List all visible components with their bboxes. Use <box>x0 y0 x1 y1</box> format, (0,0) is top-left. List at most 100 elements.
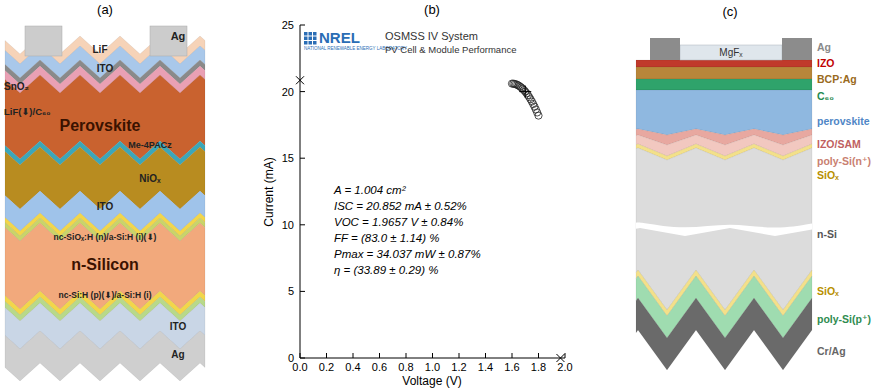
chart-header: PV Cell & Module Performance <box>385 45 516 55</box>
layer-band <box>636 67 812 79</box>
result-text: ISC = 20.852 mA ± 0.52% <box>334 200 467 213</box>
point-marker <box>556 354 564 362</box>
tick-mark <box>326 353 327 358</box>
tick-mark <box>300 224 305 225</box>
tick-mark <box>565 353 566 358</box>
tick-label: 2.0 <box>557 361 572 373</box>
logo-mark <box>313 37 317 41</box>
logo-text: NREL <box>319 30 360 47</box>
tick-mark <box>353 353 354 358</box>
layer-label: IZO <box>817 58 835 70</box>
layer-label: Ag <box>171 30 186 42</box>
panel-label: (a) <box>97 3 113 17</box>
tick-label: 1.4 <box>478 361 493 373</box>
max-power-marker <box>519 86 531 98</box>
logo-mark <box>309 37 313 41</box>
layer-band <box>636 298 812 370</box>
result-text: VOC = 1.9657 V ± 0.84% <box>334 216 463 229</box>
layer-label: SiOₓ <box>817 286 839 298</box>
tick-label: 1.0 <box>425 361 440 373</box>
tick-label: 20 <box>282 86 294 98</box>
break-mark <box>636 222 812 236</box>
result-text: FF = (83.0 ± 1.14) % <box>334 232 440 245</box>
tick-mark <box>300 91 305 92</box>
tick-label: 25 <box>282 19 294 31</box>
layer-label: Cr/Ag <box>817 346 846 358</box>
tick-label: 1.8 <box>531 361 546 373</box>
layer-label: ITO <box>97 63 113 74</box>
tick-mark <box>406 353 407 358</box>
layer-label: poly-Si(p⁺) <box>817 314 871 326</box>
layer-label: poly-Si(n⁺) <box>817 156 871 168</box>
result-text: Pmax = 34.037 mW ± 0.87% <box>334 248 481 261</box>
layer-band <box>636 135 812 156</box>
layer-label: n-Si <box>817 229 837 241</box>
iv-chart <box>296 25 565 362</box>
logo-mark <box>304 37 308 41</box>
tandem-stack-a <box>5 26 205 381</box>
layer-band <box>636 270 812 316</box>
layer-band <box>636 148 812 310</box>
metal-contact <box>150 26 187 56</box>
layer-label: nc-SiOₓ:H (n)/a-Si:H (i)(⬇) <box>54 233 157 242</box>
layer-band <box>636 60 812 67</box>
layer-label: Perovskite <box>60 117 141 135</box>
tick-mark <box>300 358 305 359</box>
logo-mark <box>304 32 308 36</box>
tick-label: 0.6 <box>372 361 387 373</box>
layer-label: LiF <box>93 44 108 55</box>
metal-contact <box>782 38 812 60</box>
axis-title: Voltage (V) <box>402 375 461 388</box>
tick-label: 10 <box>282 219 294 231</box>
tick-label: 5 <box>288 285 294 297</box>
layer-band <box>636 144 812 160</box>
tick-mark <box>538 353 539 358</box>
layer-label: C₆₀ <box>817 91 834 103</box>
point-marker <box>296 76 304 84</box>
metal-contact <box>25 26 62 56</box>
tick-mark <box>300 353 301 358</box>
tick-mark <box>459 353 460 358</box>
layer-band <box>636 90 812 135</box>
tick-mark <box>379 353 380 358</box>
tick-mark <box>485 353 486 358</box>
result-text: η = (33.89 ± 0.29) % <box>334 264 438 277</box>
metal-contact <box>650 38 680 60</box>
logo-mark <box>304 41 308 45</box>
layer-label: BCP:Ag <box>817 74 857 86</box>
layer-label: ITO <box>97 201 113 212</box>
layer-label: nc-Si:H (p)(⬇)/a-Si:H (i) <box>58 291 151 300</box>
logo-mark <box>313 32 317 36</box>
tick-label: 0.2 <box>319 361 334 373</box>
tick-mark <box>432 353 433 358</box>
tandem-stack-c <box>636 38 812 370</box>
layer-label: SnO₂ <box>4 81 29 92</box>
layer-band <box>636 129 812 145</box>
tick-label: 1.6 <box>504 361 519 373</box>
tick-mark <box>300 291 305 292</box>
panel-label: (b) <box>424 3 440 17</box>
tick-label: 0.4 <box>345 361 360 373</box>
layer-band <box>5 331 205 381</box>
tick-label: 1.2 <box>451 361 466 373</box>
layer-label: perovskite <box>817 116 870 128</box>
layer-label: IZO/SAM <box>817 139 861 151</box>
axis-title: Current (mA) <box>263 157 276 226</box>
logo-mark <box>309 32 313 36</box>
tick-mark <box>300 158 305 159</box>
tick-label: 0.8 <box>398 361 413 373</box>
tick-label: 0.0 <box>292 361 307 373</box>
tick-label: 15 <box>282 152 294 164</box>
logo-mark <box>313 41 317 45</box>
panel-label: (c) <box>722 5 737 19</box>
layer-label: Ag <box>817 42 831 54</box>
tick-mark <box>512 353 513 358</box>
chart-header: OSMSS IV System <box>385 30 478 42</box>
layer-label: ITO <box>170 321 186 332</box>
antireflection-layer <box>680 45 782 60</box>
layer-label: n-Silicon <box>71 256 139 274</box>
layer-label: LiF(⬇)/C₆₀ <box>4 107 51 117</box>
layer-label: MgFₓ <box>719 47 742 58</box>
